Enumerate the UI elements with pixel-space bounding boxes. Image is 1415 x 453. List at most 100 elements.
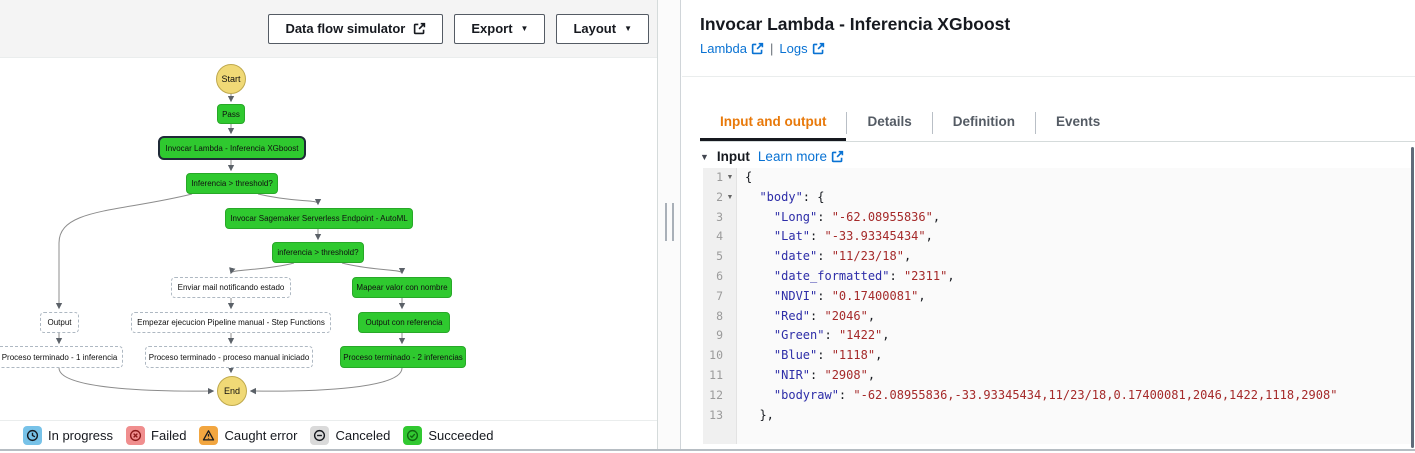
page-title: Invocar Lambda - Inferencia XGboost [700, 14, 1011, 34]
code-line: 8 "Red": "2046", [703, 307, 1411, 327]
status-legend: In progress Failed Caught error Canceled [0, 420, 657, 449]
legend-caught-error: Caught error [199, 425, 298, 445]
data-flow-simulator-label: Data flow simulator [285, 21, 406, 36]
graph-node-enviar-mail[interactable]: Enviar mail notificando estado [171, 277, 291, 298]
legend-label: Caught error [224, 427, 298, 443]
line-number: 7 [716, 288, 723, 303]
line-number: 4 [716, 229, 723, 244]
external-link-icon [812, 42, 824, 55]
legend-succeeded: Succeeded [403, 425, 494, 445]
clock-icon [23, 425, 42, 445]
export-label: Export [471, 21, 513, 36]
export-button[interactable]: Export ▼ [454, 13, 546, 44]
tab-separator [846, 111, 848, 134]
header-divider [682, 76, 1415, 77]
line-number: 8 [716, 308, 723, 323]
legend-label: Failed [151, 427, 187, 443]
line-number: 9 [716, 328, 723, 343]
legend-label: Canceled [335, 427, 391, 443]
tab-separator [1035, 111, 1036, 134]
graph-node-proceso-terminado-2[interactable]: Proceso terminado - 2 inferencias [340, 346, 466, 368]
code-line: 12 "bodyraw": "-62.08955836,-33.93345434… [703, 386, 1411, 406]
panel-splitter[interactable] [657, 0, 681, 449]
line-number: 3 [716, 209, 723, 224]
tab-events[interactable]: Events [1056, 113, 1101, 129]
warning-triangle-icon [199, 425, 219, 445]
workflow-edges [55, 94, 406, 395]
code-line: 2▼ "body": { [703, 188, 1411, 208]
layout-label: Layout [573, 21, 617, 36]
lambda-link[interactable]: Lambda [700, 41, 764, 56]
resource-links: Lambda | Logs [700, 41, 825, 56]
learn-more-link[interactable]: Learn more [758, 149, 844, 164]
tab-details[interactable]: Details [867, 113, 912, 129]
minus-circle-icon [310, 425, 330, 445]
legend-in-progress: In progress [23, 425, 113, 445]
legend-canceled: Canceled [310, 425, 391, 445]
data-flow-simulator-button[interactable]: Data flow simulator [268, 13, 444, 44]
line-number: 11 [709, 367, 723, 382]
line-number: 13 [709, 407, 723, 422]
graph-toolbar: Data flow simulator Export ▼ Layout ▼ [0, 0, 657, 58]
code-line: 5 "date": "11/23/18", [703, 247, 1411, 267]
fold-arrow-icon[interactable]: ▼ [726, 193, 734, 201]
code-line: 6 "date_formatted": "2311", [703, 267, 1411, 287]
code-line: 10 "Blue": "1118", [703, 346, 1411, 366]
graph-node-inferencia-threshold-1[interactable]: Inferencia > threshold? [186, 173, 278, 194]
splitter-grip-icon [665, 203, 674, 241]
graph-node-invocar-sagemaker[interactable]: Invocar Sagemaker Serverless Endpoint - … [225, 208, 413, 229]
code-line: 9 "Green": "1422", [703, 326, 1411, 346]
graph-node-invocar-lambda[interactable]: Invocar Lambda - Inferencia XGboost [158, 136, 306, 160]
failed-circle-icon [126, 425, 146, 445]
workflow-graph[interactable]: Start Pass Invocar Lambda - Inferencia X… [0, 58, 657, 420]
external-link-icon [831, 150, 844, 163]
legend-failed: Failed [126, 425, 187, 445]
graph-node-end[interactable]: End [217, 376, 247, 406]
input-section-title: Input [716, 149, 750, 164]
link-separator: | [769, 41, 774, 56]
line-number: 6 [716, 268, 723, 283]
code-line: 13 }, [703, 406, 1411, 426]
external-link-icon [751, 42, 764, 55]
input-section-header: ▼ Input Learn more [700, 149, 844, 164]
layout-button[interactable]: Layout ▼ [556, 13, 649, 44]
fold-arrow-icon[interactable]: ▼ [726, 174, 734, 181]
line-number: 12 [709, 387, 723, 402]
graph-node-output-con-referencia[interactable]: Output con referencia [358, 312, 450, 333]
tab-definition[interactable]: Definition [952, 113, 1015, 129]
code-line: 1▼ { [703, 168, 1411, 188]
lambda-link-label: Lambda [700, 41, 747, 56]
external-link-icon [414, 22, 426, 35]
graph-node-output[interactable]: Output [40, 312, 79, 333]
chevron-down-icon: ▼ [624, 23, 632, 33]
logs-link[interactable]: Logs [779, 41, 824, 56]
graph-node-pass[interactable]: Pass [217, 104, 245, 124]
code-line: 3 "Long": "-62.08955836", [703, 208, 1411, 228]
collapse-arrow-icon[interactable]: ▼ [700, 151, 709, 162]
graph-node-empezar-ejecucion[interactable]: Empezar ejecucion Pipeline manual - Step… [131, 312, 331, 333]
detail-tabs: Input and output Details Definition Even… [700, 104, 1415, 142]
logs-link-label: Logs [779, 41, 808, 56]
line-number: 10 [709, 348, 723, 363]
graph-node-proceso-terminado-manual[interactable]: Proceso terminado - proceso manual inici… [145, 346, 313, 368]
editor-gutter [703, 168, 737, 444]
bottom-border [0, 449, 1415, 451]
check-circle-icon [403, 425, 423, 445]
graph-node-inferencia-threshold-2[interactable]: inferencia > threshold? [272, 242, 364, 263]
code-line: 11 "NIR": "2908", [703, 366, 1411, 386]
vertical-scrollbar[interactable] [1411, 147, 1414, 448]
legend-label: Succeeded [428, 427, 494, 443]
graph-node-start[interactable]: Start [216, 64, 246, 94]
tab-input-and-output[interactable]: Input and output [700, 104, 847, 141]
graph-node-proceso-terminado-1[interactable]: Proceso terminado - 1 inferencia [0, 346, 123, 368]
line-number: 5 [716, 249, 723, 264]
learn-more-label: Learn more [757, 149, 827, 164]
input-json-editor[interactable]: 1▼ { 2▼ "body": { 3 "Long": "-62.0895583… [703, 168, 1411, 444]
graph-node-mapear-valor[interactable]: Mapear valor con nombre [352, 277, 452, 298]
code-line: 4 "Lat": "-33.93345434", [703, 227, 1411, 247]
state-details-panel: Invocar Lambda - Inferencia XGboost Lamb… [682, 0, 1415, 449]
graph-panel: Data flow simulator Export ▼ Layout ▼ [0, 0, 657, 449]
line-number: 2 [716, 189, 723, 204]
code-line: 7 "NDVI": "0.17400081", [703, 287, 1411, 307]
